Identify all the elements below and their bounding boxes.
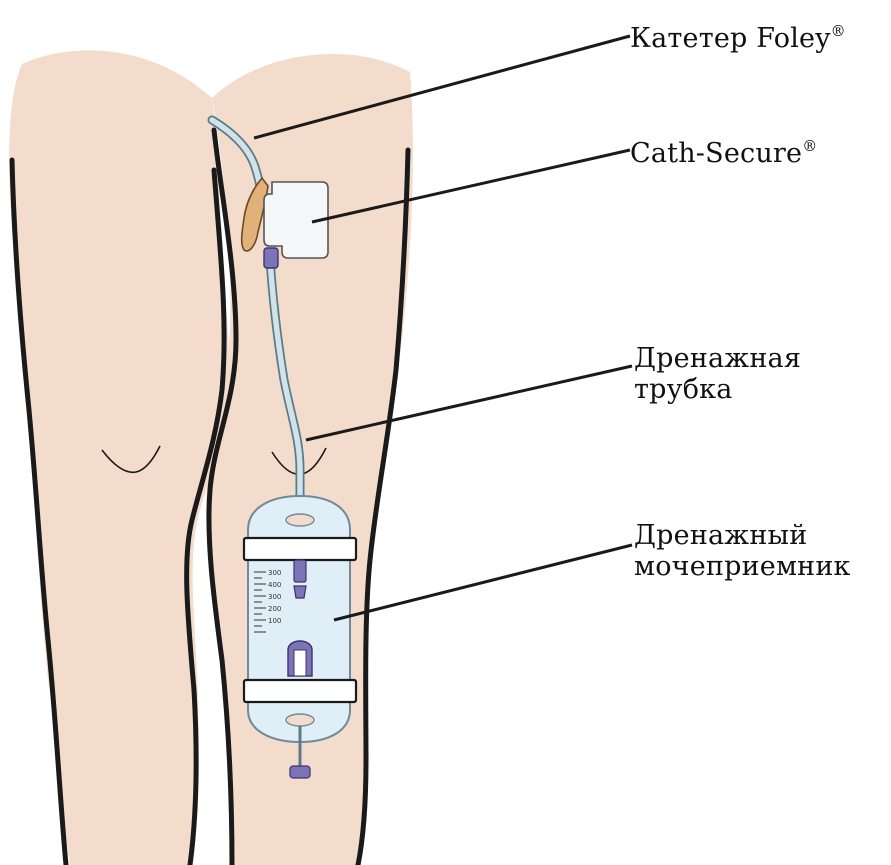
label-drainage-tube: Дренажная трубка [634,343,801,405]
bag-scale-mark: 300 [268,569,281,577]
label-drainage-bag-line2: мочеприемник [634,551,851,582]
registered-mark: ® [802,137,817,155]
bag-scale-mark: 200 [268,605,281,613]
tube-connector [264,248,278,268]
bag-check-valve [294,586,306,598]
bag-scale-mark: 100 [268,617,281,625]
label-cath-secure: Cath-Secure® [630,131,817,169]
label-drainage-bag: Дренажный мочеприемник [634,520,851,582]
bag-scale-mark: 300 [268,593,281,601]
label-drainage-tube-line2: трубка [634,374,801,405]
bag-bottom-hole [286,714,314,726]
bag-outlet-cap [290,766,310,778]
bag-top-hole [286,514,314,526]
bag-top-strap [244,538,356,560]
bag-scale-mark: 400 [268,581,281,589]
label-cath-secure-text: Cath-Secure [630,138,802,169]
label-foley-catheter: Катетер Foley® [630,16,846,54]
registered-mark: ® [831,22,846,40]
label-drainage-bag-line1: Дренажный [634,520,851,551]
leader-line-drainage-bag [334,545,632,620]
bag-bottom-strap [244,680,356,702]
label-foley-text: Катетер Foley [630,23,831,54]
label-drainage-tube-line1: Дренажная [634,343,801,374]
bag-inlet-valve [294,560,306,582]
